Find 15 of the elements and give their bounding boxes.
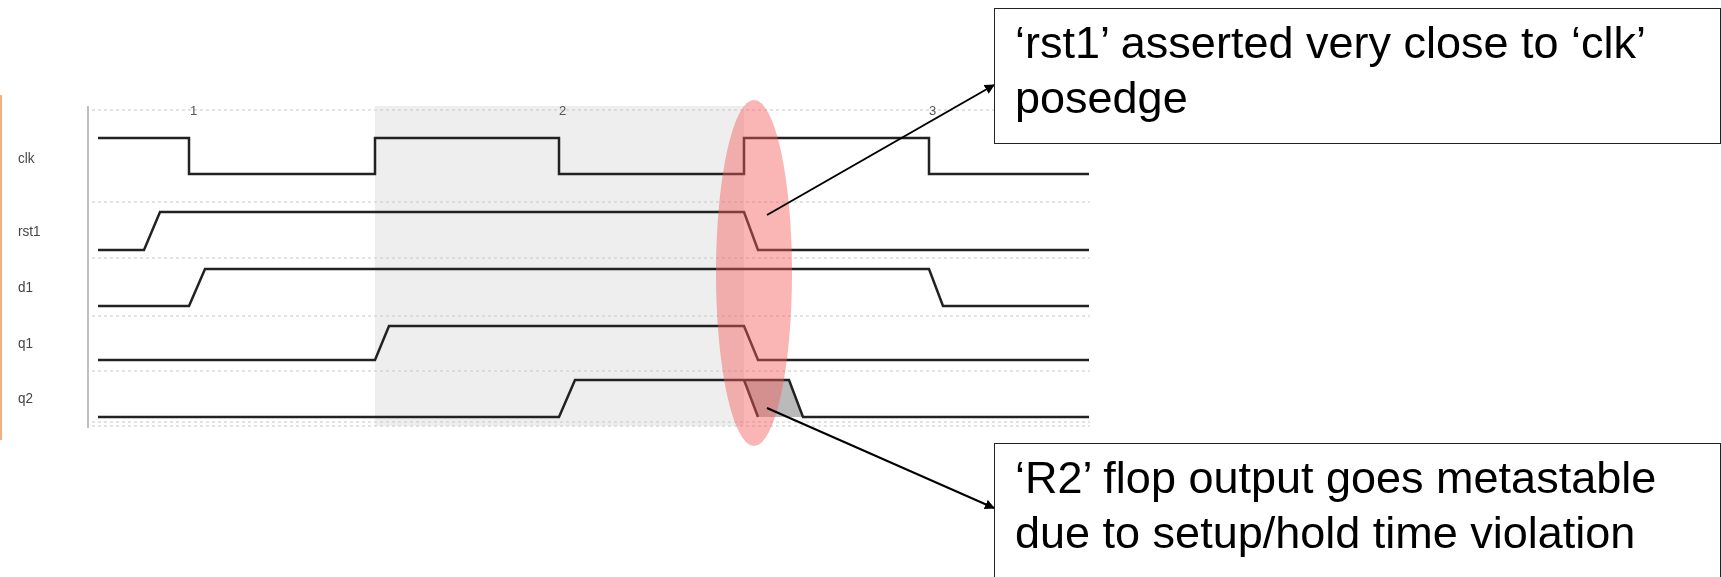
callout-box bbox=[994, 8, 1721, 144]
leader-line bbox=[766, 407, 995, 509]
callout-text: ‘rst1’ asserted very close to ‘clk’ posedge bbox=[1015, 17, 1645, 123]
signal-name: rst1 bbox=[18, 222, 41, 239]
highlight-ellipse bbox=[716, 100, 792, 446]
signal-name: clk bbox=[18, 149, 35, 166]
signal-name: q1 bbox=[18, 334, 33, 351]
cycle-number: 2 bbox=[559, 103, 567, 118]
signal-name: q2 bbox=[18, 389, 33, 406]
callout-text: ‘R2’ flop output goes metastable due to setup/hold time violation bbox=[1015, 452, 1657, 558]
cycle-number: 3 bbox=[929, 103, 937, 118]
leader-line bbox=[766, 84, 995, 216]
signal-name: d1 bbox=[18, 278, 33, 295]
callout-box bbox=[994, 443, 1721, 577]
cycle-number: 1 bbox=[190, 103, 198, 118]
